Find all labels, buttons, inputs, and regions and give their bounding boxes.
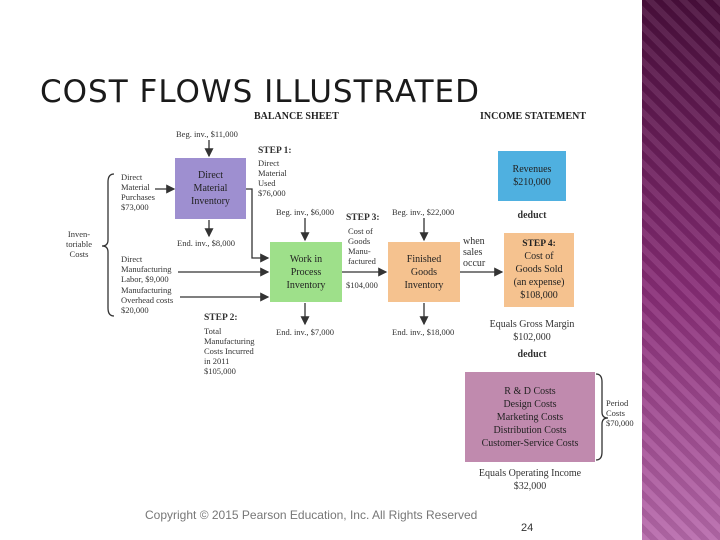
direct-manufacturing-labor: Direct Manufacturing Labor, $9,000 [121,254,172,284]
income-statement-header: INCOME STATEMENT [480,111,587,122]
dm-beginning-inventory: Beg. inv., $11,000 [176,129,238,139]
balance-sheet-header: BALANCE SHEET [254,111,339,122]
slide-title: COST FLOWS ILLUSTRATED [40,74,481,110]
cost-of-goods-sold-box: STEP 4: Cost of Goods Sold (an expense) … [504,233,574,307]
step3-title: STEP 3: [346,213,380,223]
direct-material-inventory-box: Direct Material Inventory [175,158,246,219]
gross-margin-label: Equals Gross Margin $102,000 [489,319,575,343]
brace-inventoriable [101,173,115,317]
step4-title: STEP 4: [522,238,556,249]
step1-title: STEP 1: [258,146,292,156]
step1-text: Direct Material Used $76,000 [258,158,287,198]
step2-text: Total Manufacturing Costs Incurred in 20… [204,326,255,376]
deduct-label-1: deduct [517,210,547,221]
work-in-process-inventory-box: Work in Process Inventory [270,242,342,302]
revenues-box: Revenues $210,000 [498,151,566,201]
wip-beginning-inventory: Beg. inv., $6,000 [276,207,335,217]
period-costs-label: Period Costs $70,000 [606,398,634,428]
wip-ending-inventory: End. inv., $7,000 [276,327,335,337]
step3-text: Cost of Goods Manu- factured [348,226,376,266]
arrow-dm-used [246,188,270,263]
copyright-footer: Copyright © 2015 Pearson Education, Inc.… [145,508,478,522]
step4-text: Cost of Goods Sold (an expense) $108,000 [513,250,565,301]
inventoriable-costs-label: Inven- toriable Costs [66,229,92,259]
step2-title: STEP 2: [204,313,238,323]
fg-ending-inventory: End. inv., $18,000 [392,327,455,337]
direct-material-purchases: Direct Material Purchases $73,000 [121,172,155,212]
decorative-side-band [642,0,720,540]
step3-value: $104,000 [346,280,378,290]
when-sales-occur: when sales occur [463,236,486,269]
dm-ending-inventory: End. inv., $8,000 [177,238,236,248]
operating-income-label: Equals Operating Income $32,000 [478,468,582,492]
finished-goods-inventory-box: Finished Goods Inventory [388,242,460,302]
manufacturing-overhead: Manufacturing Overhead costs $20,000 [121,285,174,315]
brace-period [595,373,609,461]
deduct-label-2: deduct [517,349,547,360]
fg-beginning-inventory: Beg. inv., $22,000 [392,207,455,217]
period-costs-box: R & D Costs Design Costs Marketing Costs… [465,372,595,462]
page-number: 24 [521,522,534,534]
